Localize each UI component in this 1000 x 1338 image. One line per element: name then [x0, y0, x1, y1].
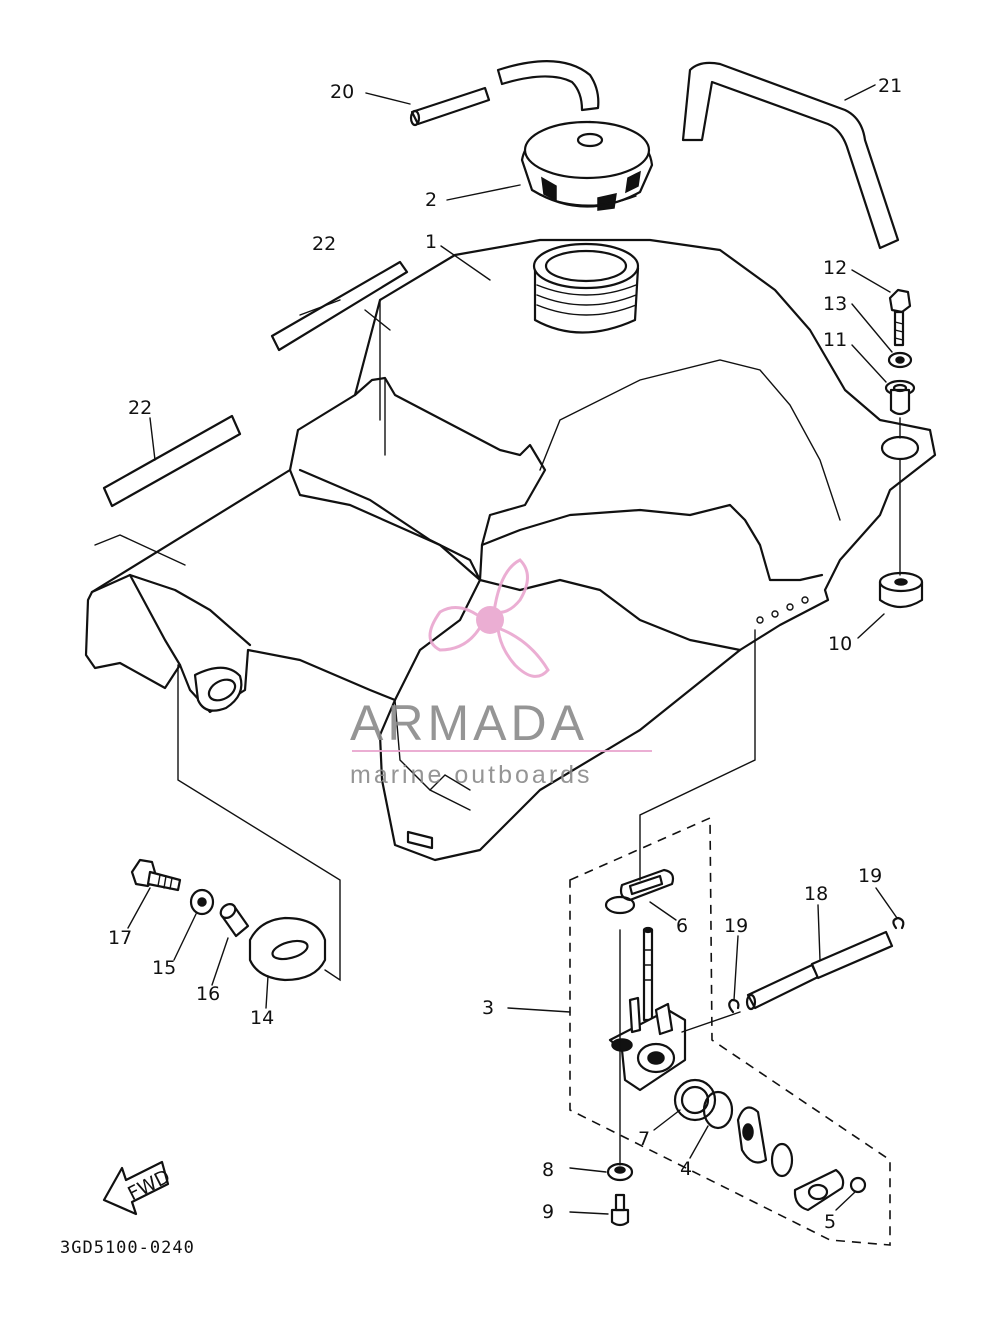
callout-19-left: 19: [724, 915, 748, 937]
fuel-cock-assembly: [604, 868, 905, 1227]
watermark-rule: [352, 750, 652, 752]
bolt-17: [130, 858, 182, 892]
callout-13: 13: [823, 293, 847, 315]
callout-6: 6: [676, 915, 688, 937]
callout-14: 14: [250, 1007, 274, 1029]
propeller-logo-icon: [428, 558, 550, 678]
damper-strip-upper: [270, 260, 409, 352]
washer-15: [189, 888, 215, 916]
callout-19-right: 19: [858, 865, 882, 887]
grommet-10: [878, 571, 924, 609]
collar-16: [219, 903, 250, 938]
callout-4: 4: [680, 1158, 692, 1180]
part-code: 3GD5100-0240: [60, 1238, 195, 1258]
collar-11: [884, 379, 916, 416]
tank-band: [681, 61, 900, 250]
callout-22-upper: 22: [312, 233, 336, 255]
callout-8: 8: [542, 1159, 554, 1181]
callout-leaders: [127, 84, 898, 1215]
callout-15: 15: [152, 957, 176, 979]
callout-12: 12: [823, 257, 847, 279]
callout-1: 1: [425, 231, 437, 253]
fuel-cap: [520, 120, 654, 211]
callout-18: 18: [804, 883, 828, 905]
callout-7: 7: [638, 1128, 650, 1150]
callout-17: 17: [108, 927, 132, 949]
watermark-tagline: marine outboards: [350, 761, 593, 789]
filler-neck: [532, 242, 640, 334]
callout-2: 2: [425, 189, 437, 211]
grommet-14: [248, 916, 327, 982]
callout-labels: 20 2 21 1 22 22 12 13 11 10 17 15 16 14 …: [108, 75, 902, 1233]
callout-5: 5: [824, 1211, 836, 1233]
callout-3: 3: [482, 997, 494, 1019]
washer-13: [887, 351, 913, 369]
callout-10: 10: [828, 633, 852, 655]
watermark: ARMADA marine outboards: [350, 558, 652, 789]
callout-16: 16: [196, 983, 220, 1005]
breather-hose: [409, 60, 600, 127]
callout-21: 21: [878, 75, 902, 97]
bolt-12: [888, 288, 912, 347]
callout-20: 20: [330, 81, 354, 103]
damper-strip-lower: [102, 414, 242, 508]
assembly-outline: [569, 816, 891, 1246]
leader-lines: [94, 309, 901, 1166]
fwd-arrow-icon: FWD: [102, 1160, 174, 1216]
callout-11: 11: [823, 329, 847, 351]
callout-22-lower: 22: [128, 397, 152, 419]
watermark-brand: ARMADA: [350, 695, 588, 751]
fuel-tank: [84, 238, 937, 862]
callout-9: 9: [542, 1201, 554, 1223]
